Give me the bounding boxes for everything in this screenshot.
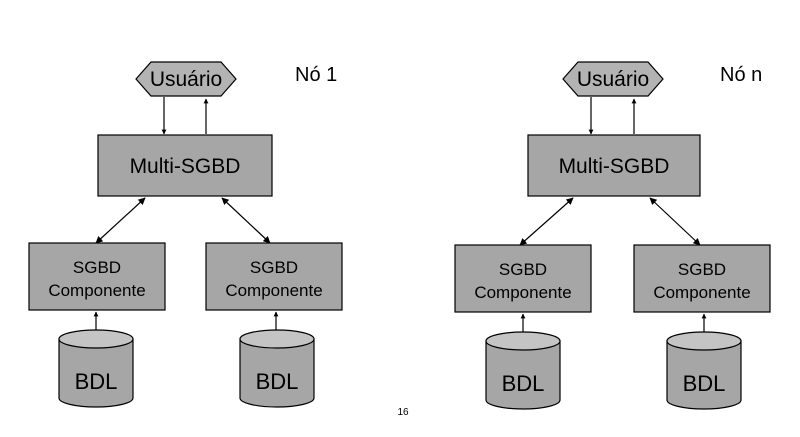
user-hexagon-node-n bbox=[562, 61, 664, 97]
sgbd-componente-box-node-n-b bbox=[633, 244, 771, 313]
componente-label-node-n-b: Componente bbox=[653, 283, 750, 302]
componente-label-node-n-a: Componente bbox=[474, 283, 571, 302]
arrow-multi-comp-right-node-n bbox=[649, 197, 701, 246]
node-label-n: Nó n bbox=[720, 64, 762, 86]
database-cylinder-node-1-a bbox=[58, 329, 134, 408]
sgbd-label-node-n-b: SGBD bbox=[678, 260, 726, 279]
database-cylinder-node-n-b bbox=[666, 331, 742, 410]
arrow-multi-comp-right-node-1 bbox=[221, 197, 271, 244]
database-cylinder-node-1-b bbox=[239, 329, 315, 408]
multi-sgbd-box-node-n bbox=[527, 134, 701, 197]
sgbd-label-node-n-a: SGBD bbox=[499, 260, 547, 279]
sgbd-componente-box-node-1-a bbox=[28, 242, 166, 311]
arrow-multi-comp-left-node-n bbox=[519, 197, 574, 246]
bdl-label-node-1-a: BDL bbox=[75, 369, 118, 394]
componente-label-node-1-b: Componente bbox=[225, 281, 322, 300]
arrow-multi-comp-left-node-1 bbox=[95, 197, 146, 244]
node-1-group: Usuário Nó 1 Multi-SGBD SGBD Componente … bbox=[28, 61, 343, 408]
user-label-node-1: Usuário bbox=[150, 68, 222, 91]
bdl-label-node-1-b: BDL bbox=[256, 369, 299, 394]
node-label-1: Nó 1 bbox=[295, 64, 337, 86]
user-label-node-n: Usuário bbox=[577, 68, 649, 91]
sgbd-label-node-1-b: SGBD bbox=[250, 258, 298, 277]
multi-sgbd-label-node-1: Multi-SGBD bbox=[130, 155, 241, 178]
database-cylinder-node-n-a bbox=[485, 331, 561, 410]
multi-sgbd-box-node-1 bbox=[97, 134, 273, 197]
bdl-label-node-n-a: BDL bbox=[502, 371, 545, 396]
componente-label-node-1-a: Componente bbox=[48, 281, 145, 300]
node-n-group: Usuário Nó n Multi-SGBD SGBD Componente … bbox=[454, 61, 771, 410]
sgbd-label-node-1-a: SGBD bbox=[73, 258, 121, 277]
page-number: 16 bbox=[397, 407, 409, 418]
sgbd-componente-box-node-n-a bbox=[454, 244, 592, 313]
multi-sgbd-label-node-n: Multi-SGBD bbox=[559, 155, 670, 178]
bdl-label-node-n-b: BDL bbox=[683, 371, 726, 396]
sgbd-componente-box-node-1-b bbox=[205, 242, 343, 311]
user-hexagon-node-1 bbox=[135, 61, 237, 97]
